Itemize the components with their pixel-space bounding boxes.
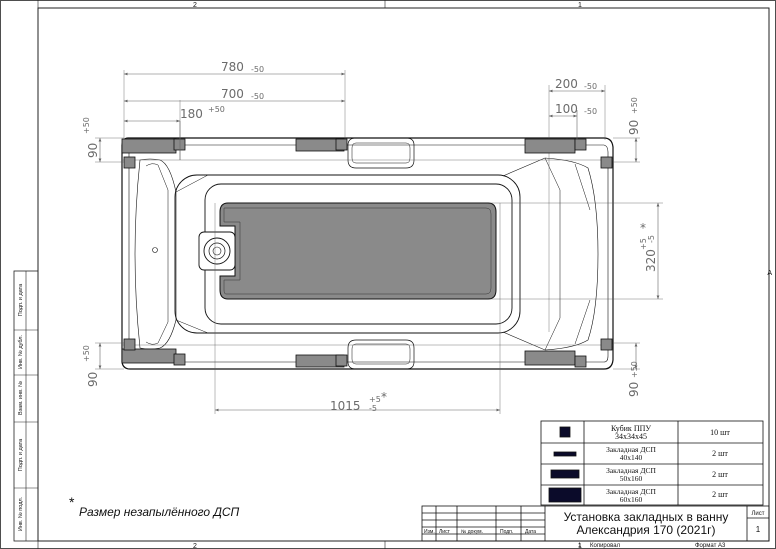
- swatch-strip-large: [548, 487, 582, 503]
- sheet-label: Лист: [751, 511, 764, 517]
- dim-180-tol: +50: [208, 105, 225, 114]
- cube-right-bottom: [600, 338, 613, 351]
- legend-labels: Кубик ППУ 34x34x45 10 шт Закладная ДСП 4…: [606, 424, 730, 504]
- bathtub-basin: [174, 174, 521, 334]
- dim-780-tol: -50: [251, 65, 264, 74]
- zone-label-top-left: 2: [193, 2, 197, 9]
- dsp-strip-top-left: [121, 138, 177, 154]
- side-stamp: Подп. и дата Инв. № дубл. Взам. инв. № П…: [13, 270, 39, 542]
- dim-180-value: 180: [180, 107, 203, 121]
- copied-num: 1: [578, 543, 582, 549]
- cube-bottom-right: [574, 355, 587, 368]
- dsp-strip-bottom-left: [121, 348, 177, 364]
- dim-1015-tol-lower: -5: [369, 404, 377, 413]
- svg-text:10 шт: 10 шт: [710, 428, 730, 437]
- cube-top-left: [173, 138, 186, 151]
- dim-200-value: 200: [555, 77, 578, 91]
- col-izm: Изм.: [424, 529, 435, 535]
- dim-200-tol: -50: [584, 82, 597, 91]
- side-label-2: Инв. № дубл.: [18, 335, 24, 370]
- svg-text:40x140: 40x140: [620, 453, 643, 462]
- cube-bottom-left: [173, 353, 186, 366]
- title-line-2: Александрия 170 (2021г): [577, 523, 716, 537]
- dim-90-top-right-tol: +50: [630, 97, 639, 114]
- footnote-text: Размер незапылённого ДСП: [79, 505, 240, 519]
- svg-text:Кубик ППУ: Кубик ППУ: [611, 424, 651, 433]
- zone-label-right: A: [767, 270, 772, 277]
- dim-90-top-left-value: 90: [86, 143, 100, 158]
- dimension-labels: 780 -50 700 -50 180 +50 200 -50 100 -50 …: [82, 60, 658, 413]
- dsp-strip-bottom-right: [524, 350, 576, 366]
- swatch-cube: [559, 426, 571, 438]
- title-line-1: Установка закладных в ванну: [564, 510, 729, 524]
- dsp-strip-top-right: [524, 138, 576, 154]
- side-label-1: Подп. и дата: [18, 283, 24, 316]
- cube-bottom-middle: [335, 354, 348, 367]
- side-label-3: Взам. инв. №: [18, 381, 24, 415]
- svg-text:2 шт: 2 шт: [712, 490, 728, 499]
- copied-label: Копировал: [590, 543, 621, 549]
- side-label-5: Инв. № подл.: [18, 496, 24, 531]
- cube-top-right: [574, 138, 587, 151]
- cube-right-top: [600, 156, 613, 169]
- format-label: Формат А3: [695, 543, 726, 549]
- legend-table: [540, 420, 764, 506]
- side-label-4: Подп. и дата: [18, 438, 24, 471]
- cube-top-middle: [335, 138, 348, 151]
- zone-label-bottom-right: 1: [578, 543, 582, 549]
- swatch-strip-medium: [550, 469, 580, 479]
- zone-label-top-right: 1: [578, 2, 582, 9]
- footnote-mark: *: [69, 494, 75, 510]
- dim-90-bottom-left-value: 90: [86, 372, 100, 387]
- placed-inserts: [121, 138, 613, 368]
- svg-text:2 шт: 2 шт: [712, 470, 728, 479]
- col-list: Лист: [439, 529, 451, 535]
- dim-90-bottom-right-tol: +50: [630, 361, 639, 378]
- dim-320-mark: *: [640, 221, 646, 235]
- headrest-bottom: [347, 339, 415, 370]
- dim-1015-mark: *: [381, 390, 387, 404]
- col-sign: Подп.: [500, 529, 513, 535]
- svg-text:34x34x45: 34x34x45: [615, 432, 647, 441]
- dim-700-tol: -50: [251, 92, 264, 101]
- dimension-lines: [98, 72, 660, 412]
- dim-90-bottom-left-tol: +50: [82, 345, 91, 362]
- dim-320-tol-upper: +5: [639, 238, 648, 250]
- dim-700-value: 700: [221, 87, 244, 101]
- title-block: [421, 505, 770, 542]
- dim-780-value: 780: [221, 60, 244, 74]
- svg-text:50x160: 50x160: [620, 474, 643, 483]
- dim-320-tol-lower: -5: [647, 235, 656, 243]
- col-date: Дата: [525, 529, 536, 535]
- zone-label-bottom-left: 2: [193, 543, 197, 549]
- title-block-text: Изм. Лист № докум. Подп. Дата Установка …: [424, 510, 765, 549]
- dim-1015-tol-upper: +5: [369, 395, 381, 404]
- dim-100-value: 100: [555, 102, 578, 116]
- dim-90-top-left-tol: +50: [82, 117, 91, 134]
- dim-100-tol: -50: [584, 107, 597, 116]
- sheet-number: 1: [756, 525, 761, 534]
- dim-320-value: 320: [644, 249, 658, 272]
- svg-text:Закладная ДСП: Закладная ДСП: [606, 487, 656, 496]
- svg-text:Закладная ДСП: Закладная ДСП: [606, 445, 656, 454]
- dim-1015-value: 1015: [330, 399, 361, 413]
- dim-90-top-right-value: 90: [627, 120, 641, 135]
- headrest-top: [347, 137, 415, 169]
- cube-left-top: [123, 156, 136, 169]
- svg-text:60x160: 60x160: [620, 495, 643, 504]
- dim-90-bottom-right-value: 90: [627, 382, 641, 397]
- svg-text:2 шт: 2 шт: [712, 449, 728, 458]
- col-doc: № докум.: [461, 529, 483, 535]
- cube-left-bottom: [123, 338, 136, 351]
- svg-text:Закладная ДСП: Закладная ДСП: [606, 466, 656, 475]
- dsp-insert-main: [198, 202, 497, 300]
- swatch-strip-small: [553, 451, 577, 457]
